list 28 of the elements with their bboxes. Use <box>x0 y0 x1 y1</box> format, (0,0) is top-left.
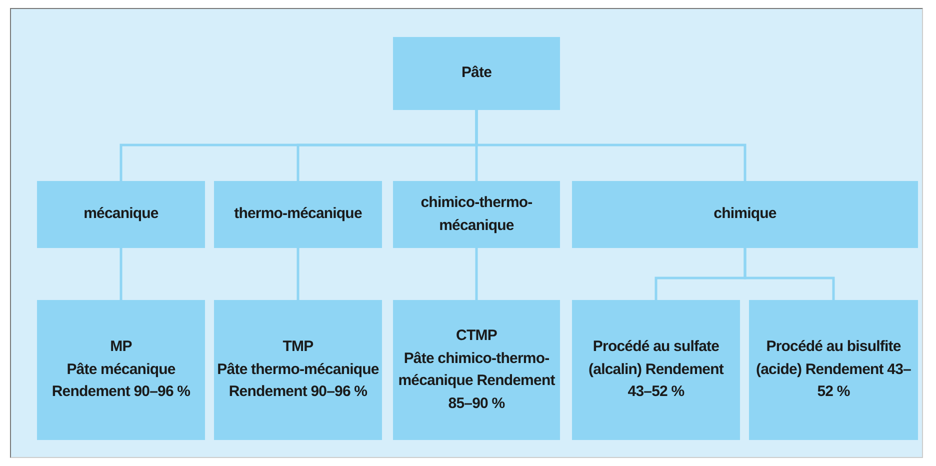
box-text: chimico-thermo-mécanique <box>420 193 534 236</box>
box-text: Procédé au sulfate (alcalin) Rendement 43–52 % <box>588 337 725 402</box>
connector-line <box>475 248 478 300</box>
box-text: Procédé au bisulfite (acide) Rendement 43–52 % <box>755 337 912 402</box>
category-box <box>393 37 560 110</box>
category-box <box>37 181 205 248</box>
box-text: Pâte <box>461 63 492 84</box>
category-box <box>393 300 560 440</box>
box-heading: MP <box>110 337 132 358</box>
category-box <box>749 300 918 440</box>
category-box <box>37 300 205 440</box>
category-box <box>214 300 382 440</box>
category-box <box>214 181 382 248</box>
connector-line <box>744 248 835 300</box>
box-text: Pâte mécanique Rendement 90–96 % <box>50 360 192 402</box>
connector-line <box>475 110 746 181</box>
box-text: chimique <box>714 204 776 224</box>
box-heading: CTMP <box>456 326 497 346</box>
category-box <box>572 181 918 248</box>
box-text: thermo-mécanique <box>234 204 362 224</box>
category-box <box>572 300 740 440</box>
box-text: Pâte chimico-thermo-mécanique Rendement 85–90 % <box>397 348 556 414</box>
box-heading: TMP <box>282 337 314 358</box>
box-text: Pâte thermo-mécanique Rendement 90–96 % <box>217 360 379 402</box>
connector-line <box>296 248 300 300</box>
connector-line <box>120 248 122 300</box>
box-text: mécanique <box>84 204 158 224</box>
category-box <box>393 181 560 248</box>
